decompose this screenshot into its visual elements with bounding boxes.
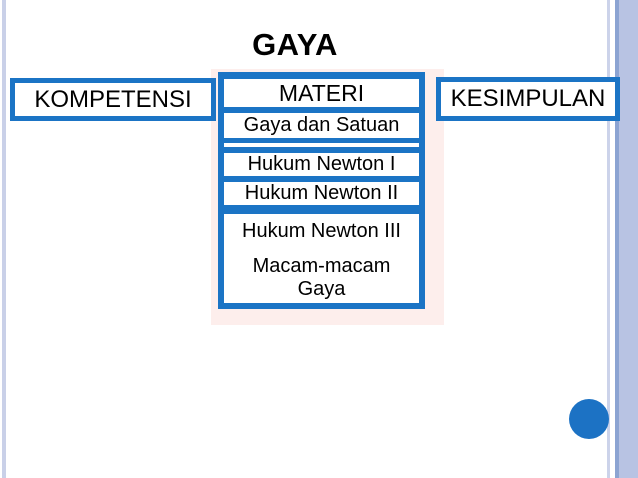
- menu-item-hukum-newton-2[interactable]: Hukum Newton II: [224, 182, 419, 205]
- materi-header-label: MATERI: [278, 79, 365, 106]
- right-accent-line: [615, 0, 619, 478]
- menu-item-hukum-newton-1[interactable]: Hukum Newton I: [224, 153, 419, 176]
- kesimpulan-button-label: KESIMPULAN: [450, 85, 606, 112]
- kompetensi-button-label: KOMPETENSI: [34, 85, 192, 113]
- page-title: GAYA: [252, 27, 338, 62]
- materi-menu-panel: MATERI Gaya dan Satuan Hukum Newton I Hu…: [218, 72, 425, 309]
- menu-group-bottom: Hukum Newton III Macam-macam Gaya: [224, 214, 419, 303]
- right-border-band: [619, 0, 638, 478]
- kesimpulan-button[interactable]: KESIMPULAN: [436, 77, 620, 121]
- menu-spacer-row: [224, 143, 419, 147]
- menu-item-label: Gaya dan Satuan: [243, 114, 400, 136]
- menu-item-hukum-newton-3[interactable]: Hukum Newton III: [242, 220, 401, 242]
- menu-item-label: Hukum Newton I: [247, 153, 396, 175]
- decorative-circle: [569, 399, 609, 439]
- menu-item-macam-macam-gaya[interactable]: Macam-macam Gaya: [252, 255, 391, 300]
- materi-header-button[interactable]: MATERI: [224, 79, 419, 107]
- menu-item-gaya-dan-satuan[interactable]: Gaya dan Satuan: [224, 113, 419, 138]
- right-thin-line: [607, 0, 610, 478]
- menu-item-label: Hukum Newton II: [244, 182, 399, 204]
- left-border-band: [2, 0, 6, 478]
- kompetensi-button[interactable]: KOMPETENSI: [10, 78, 216, 121]
